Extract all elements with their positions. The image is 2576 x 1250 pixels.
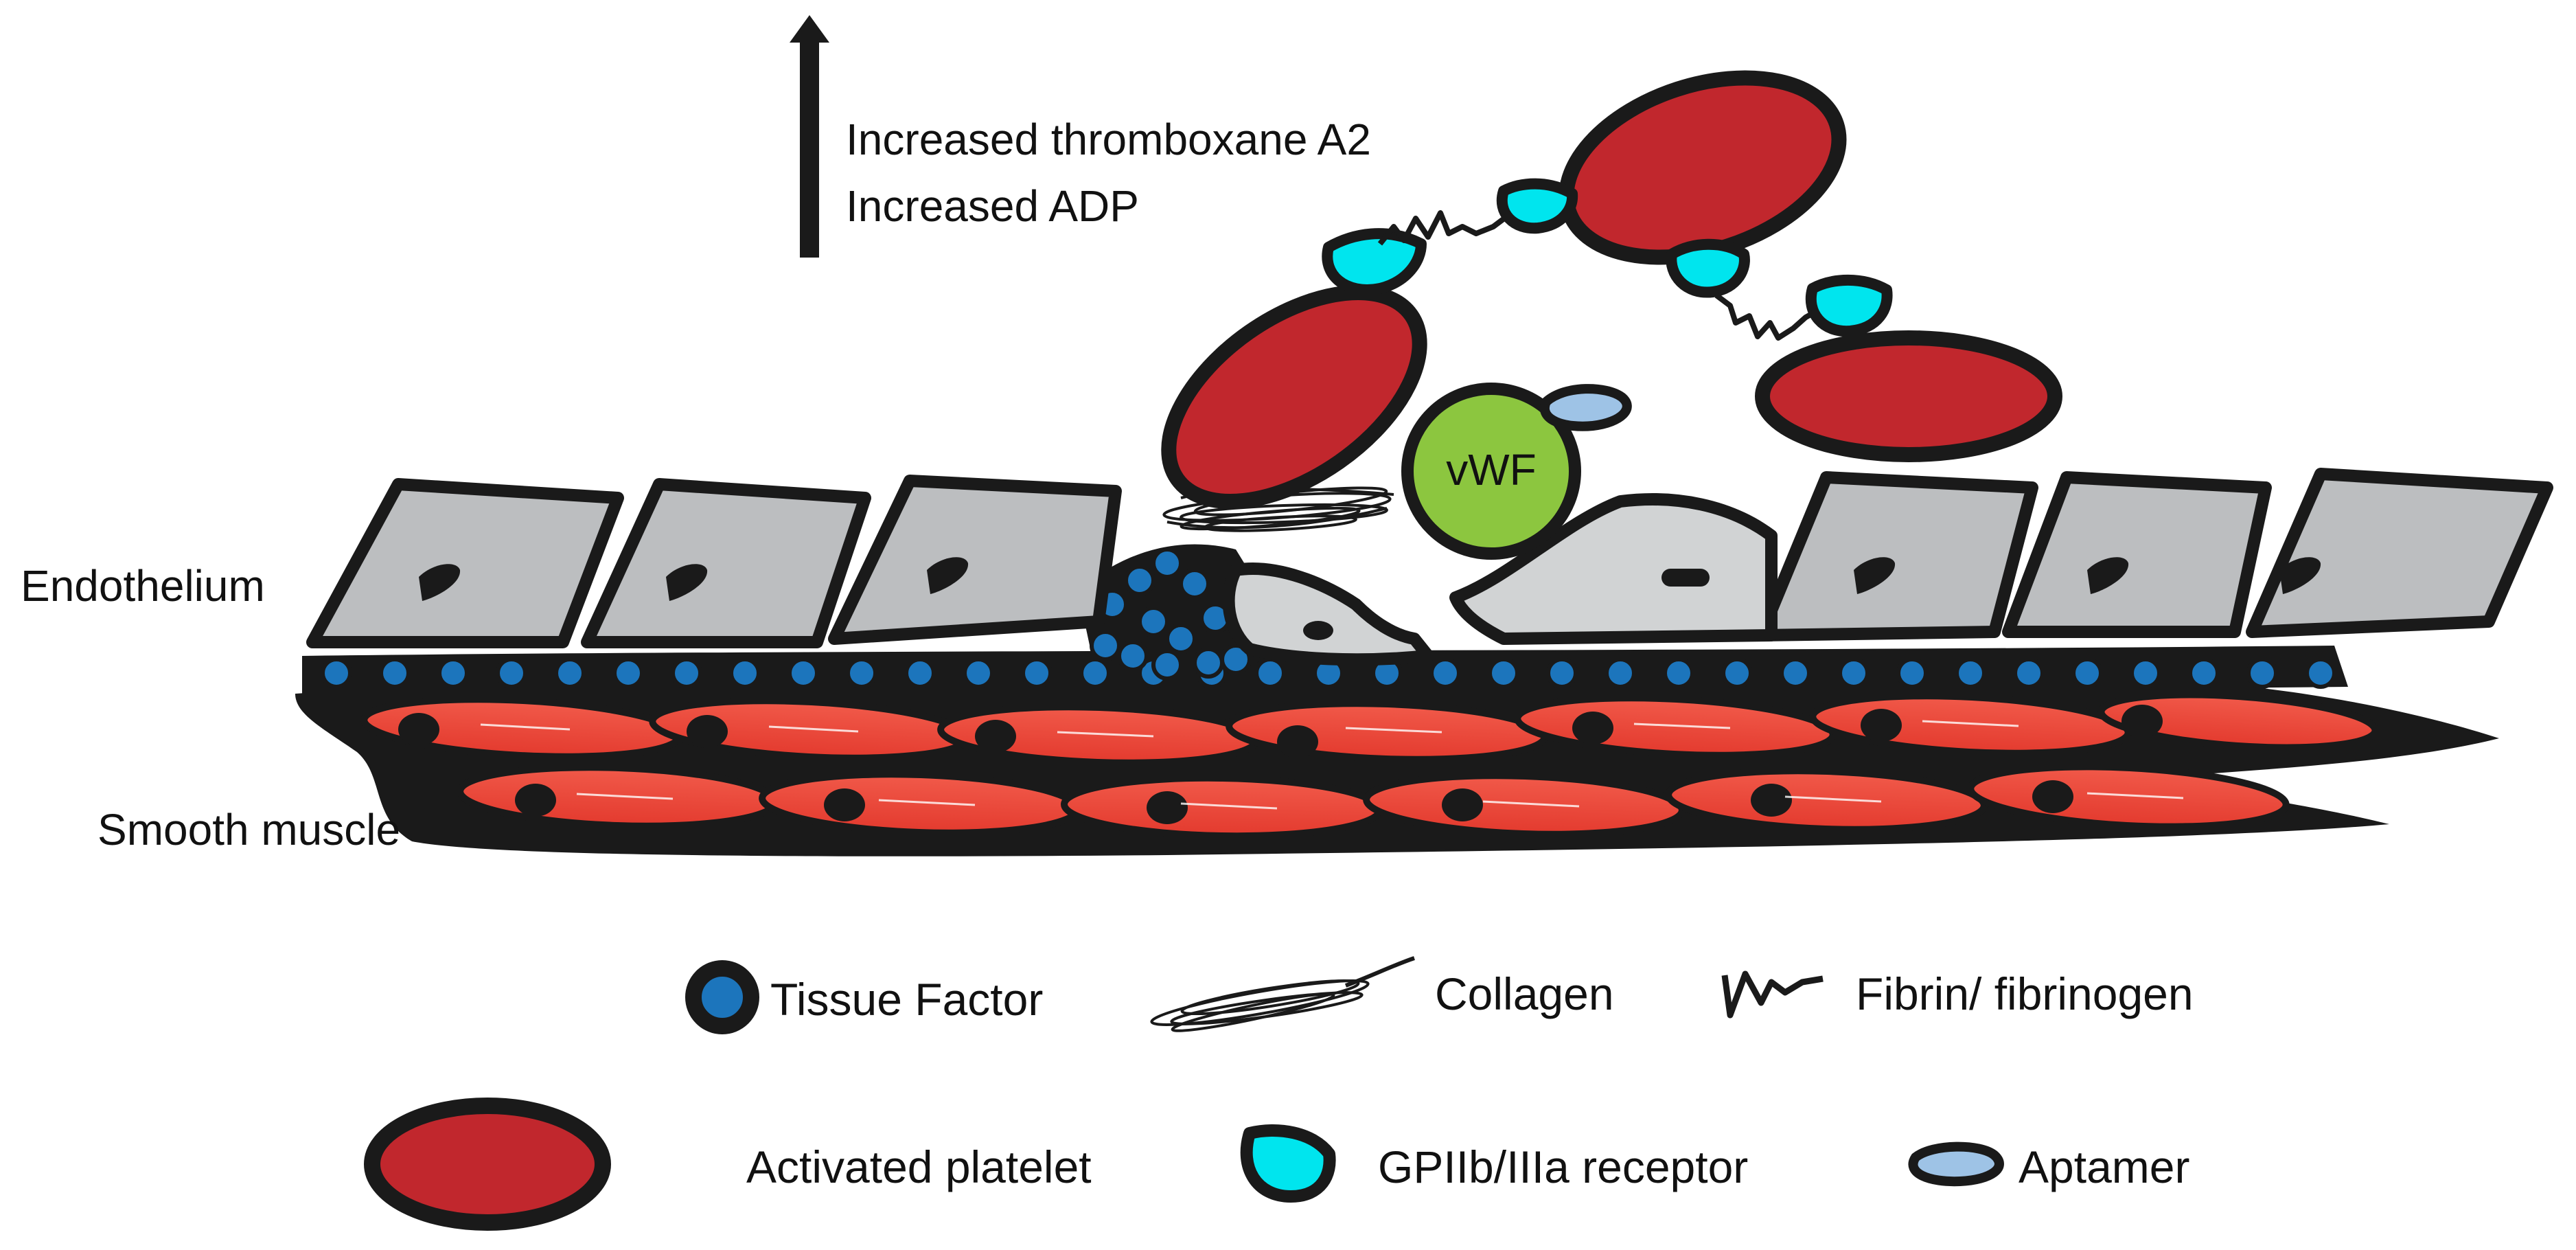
tissue-factor-dot [671,657,702,689]
vwf-molecule: vWF [1401,383,1581,560]
legend-label-receptor: GPIIb/IIIa receptor [1378,1141,1748,1192]
tissue-factor-dot [1896,657,1928,689]
gpiib-iiia-receptors [1322,178,1893,337]
legend-fibrin: Fibrin/ fibrinogen [1721,968,2194,1019]
tissue-factor-dot [1605,657,1636,689]
tissue-factor-dot [1488,657,1519,689]
vwf-label: vWF [1446,445,1537,495]
fibrin-strands [1377,210,1819,341]
platelet-left [1161,284,1427,510]
tissue-factor-dot [612,657,644,689]
aptamer-icon [1539,384,1632,431]
fibrin-icon [1721,970,1824,1019]
legend-label-collagen: Collagen [1435,968,1614,1019]
smooth-muscle-label: Smooth muscle [97,805,400,854]
tissue-factor-dot [437,657,469,689]
legend: Tissue Factor Collagen Fibrin/ fibrinoge… [364,956,2194,1231]
legend-tissue-factor: Tissue Factor [685,960,1043,1034]
arrow-label-adp: Increased ADP [846,181,1139,231]
tissue-factor-dot [1955,657,1986,689]
tissue-factor-dot [1079,657,1111,689]
tissue-factor-dot [379,657,411,689]
tissue-factor-dot [1151,649,1183,681]
tissue-factor-dot [1663,657,1694,689]
tissue-factor-dot [2305,657,2336,689]
legend-collagen: Collagen [1150,956,1614,1032]
legend-platelet: Activated platelet [364,1098,1092,1231]
endothelium-label: Endothelium [21,561,265,611]
collagen-icon [1150,956,1415,1032]
increase-arrow [790,15,829,258]
tissue-factor-dot [2071,657,2103,689]
tissue-factor-dot [1193,647,1224,679]
tissue-factor-dot [496,657,527,689]
smooth-muscle-layer [295,674,2499,856]
tissue-factor-dot [1165,623,1197,655]
tissue-factor-dot [787,657,819,689]
tissue-factor-dot [321,657,352,689]
tissue-factor-dot [1117,640,1149,672]
legend-label-platelet: Activated platelet [746,1141,1092,1192]
legend-receptor: GPIIb/IIIa receptor [1240,1124,1748,1203]
legend-label-fibrin: Fibrin/ fibrinogen [1856,968,2194,1019]
tissue-factor-dot [1546,657,1578,689]
tissue-factor-dot [1721,657,1753,689]
tissue-factor-dot [1138,606,1169,637]
platelet-right [1755,330,2062,462]
tissue-factor-dots [321,547,2336,689]
legend-label-tissue-factor: Tissue Factor [770,974,1043,1025]
tissue-factor-dot [2013,657,2045,689]
platelet-icon [364,1098,611,1231]
tissue-factor-dot [1179,568,1210,600]
tissue-factor-dot [729,657,761,689]
tissue-factor-dot [904,657,936,689]
tissue-factor-icon [685,960,759,1034]
aptamer-icon [1908,1141,2004,1187]
receptor-icon [1240,1124,1336,1203]
tissue-factor-dot [1090,630,1121,661]
tissue-factor-dot [1838,657,1870,689]
tissue-factor-dot [2188,657,2220,689]
endothelium-layer [306,468,2553,666]
tissue-factor-dot [846,657,877,689]
tissue-factor-dot [554,657,586,689]
tissue-factor-dot [963,657,994,689]
tissue-factor-dot [1151,547,1183,579]
tissue-factor-dot [1254,657,1286,689]
smooth-muscle-nuclei [398,705,2163,824]
tissue-factor-dot [1780,657,1811,689]
tissue-factor-dot [1429,657,1461,689]
legend-aptamer: Aptamer [1908,1141,2189,1192]
tissue-factor-dot [2246,657,2278,689]
legend-label-aptamer: Aptamer [2019,1141,2189,1192]
tissue-factor-dot [1021,657,1053,689]
tissue-factor-dot [2130,657,2161,689]
tissue-factor-dot [1124,565,1155,596]
arrow-label-thromboxane: Increased thromboxane A2 [846,115,1371,164]
